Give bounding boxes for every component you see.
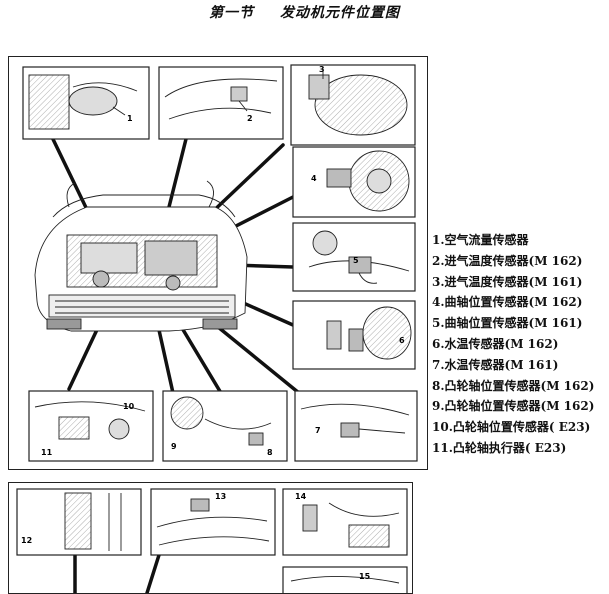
inset-4	[292, 146, 416, 218]
legend-item-5: 5.曲轴位置传感器(M 161)	[432, 316, 583, 331]
page-title: 第一节 发动机元件位置图	[0, 2, 609, 22]
engine-diagram-drawing: 1 2 3 4	[22, 64, 418, 462]
callout-13: 13	[215, 492, 226, 501]
second-location-diagram: 12 13 14 15	[8, 482, 413, 594]
legend-item-1: 1.空气流量传感器	[432, 233, 529, 247]
callout-15: 15	[359, 572, 371, 581]
legend-item-2: 2.进气温度传感器(M 162)	[432, 253, 583, 268]
callout-9: 9	[171, 442, 177, 451]
inset-15	[282, 566, 408, 593]
inset-5	[292, 222, 416, 292]
callout-1: 1	[127, 114, 133, 123]
component-legend: 1.空气流量传感器 2.进气温度传感器(M 162) 3.进气温度传感器(M 1…	[432, 230, 594, 459]
inset-14	[282, 488, 408, 556]
vehicle-front-view	[34, 180, 248, 332]
inset-12	[16, 488, 142, 556]
legend-item-7: 7.水温传感器(M 161)	[432, 357, 559, 372]
inset-8-9	[162, 390, 288, 462]
inset-2	[158, 66, 284, 140]
legend-item-8: 8.凸轮轴位置传感器(M 162)	[432, 378, 595, 393]
callout-7: 7	[315, 426, 321, 435]
legend-item-4: 4.曲轴位置传感器(M 162)	[432, 295, 583, 310]
inset-3	[290, 64, 416, 146]
callout-11: 11	[41, 448, 53, 457]
callout-5: 5	[353, 256, 359, 265]
second-diagram-drawing: 12 13 14 15	[16, 488, 408, 593]
callout-3: 3	[319, 65, 325, 74]
callout-14: 14	[295, 492, 307, 501]
callout-10: 10	[123, 402, 135, 411]
legend-item-10: 10.凸轮轴位置传感器( E23)	[432, 420, 591, 435]
callout-6: 6	[399, 336, 405, 345]
callout-2: 2	[247, 114, 253, 123]
callout-12: 12	[21, 536, 32, 545]
legend-item-3: 3.进气温度传感器(M 161)	[432, 274, 583, 289]
callout-4: 4	[311, 174, 317, 183]
legend-item-6: 6.水温传感器(M 162)	[432, 336, 559, 351]
inset-10-11	[28, 390, 154, 462]
inset-6	[292, 300, 416, 370]
engine-location-diagram: 1 2 3 4	[8, 56, 428, 470]
legend-item-9: 9.凸轮轴位置传感器(M 162)	[432, 399, 595, 414]
legend-item-11: 11.凸轮轴执行器( E23)	[432, 440, 567, 455]
inset-7	[294, 390, 418, 462]
inset-13	[150, 488, 276, 556]
title-heading: 发动机元件位置图	[279, 5, 400, 21]
section-heading: 第一节	[209, 5, 255, 21]
callout-8: 8	[267, 448, 273, 457]
inset-1	[22, 66, 150, 140]
